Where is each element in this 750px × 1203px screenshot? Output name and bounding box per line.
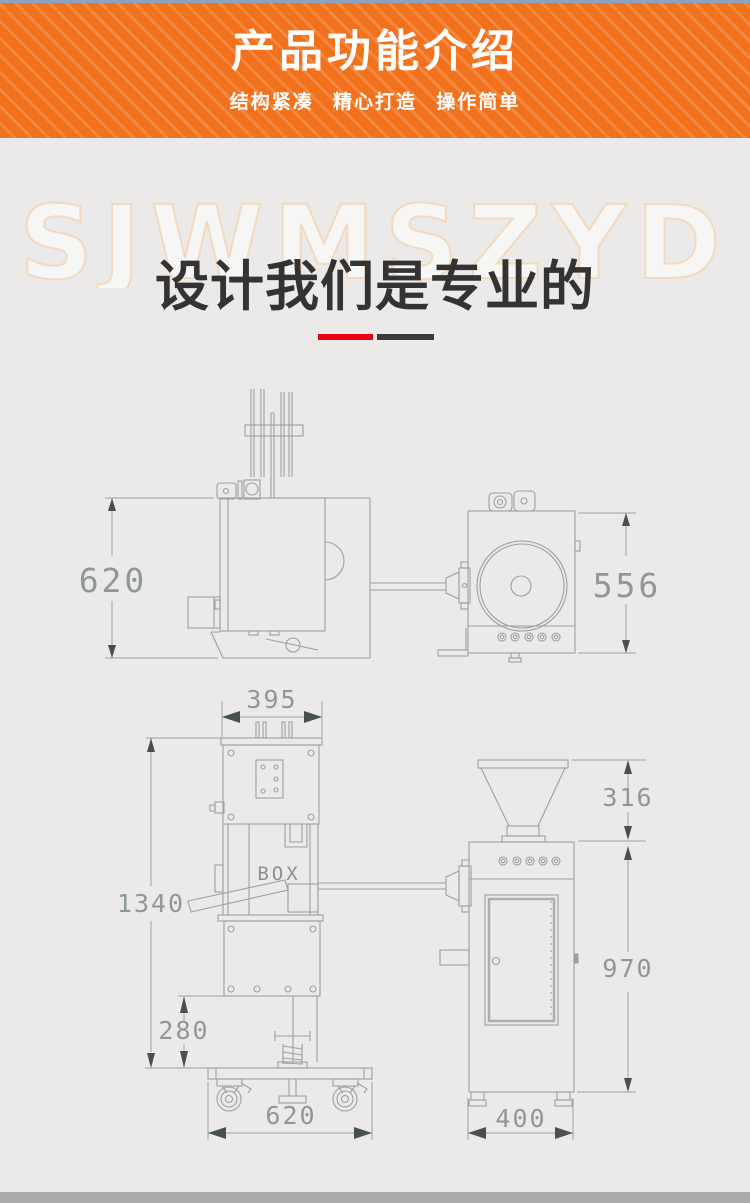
dim-395: 395	[221, 685, 323, 737]
dim-400: 400	[467, 1098, 574, 1140]
dim-label-970: 970	[602, 954, 653, 983]
view-machine-front	[437, 490, 581, 663]
dim-label-1340: 1340	[117, 889, 185, 918]
dim-280: 280	[158, 995, 226, 1068]
dim-label-556: 556	[593, 566, 662, 605]
dim-316: 316	[572, 759, 653, 842]
title-underline	[0, 334, 750, 340]
dim-1340: 1340	[117, 737, 221, 1069]
view-machine-side	[187, 389, 446, 659]
dim-label-280: 280	[158, 1016, 209, 1045]
dim-970: 970	[577, 846, 653, 1093]
hero-title: 设计我们是专业的	[155, 254, 595, 318]
bottom-strip	[0, 1192, 750, 1203]
dim-label-395: 395	[246, 685, 297, 714]
box-label: BOX	[257, 863, 300, 885]
dim-label-400: 400	[495, 1104, 546, 1133]
page-subtitle: 结构紧凑 精心打造 操作简单	[229, 92, 521, 113]
dim-620-base: 620	[207, 1082, 373, 1140]
page-title: 产品功能介绍	[231, 27, 519, 76]
view-cabinet-side	[439, 759, 579, 1107]
dim-620-side: 620	[79, 497, 218, 659]
dim-556: 556	[578, 512, 662, 654]
top-border	[0, 0, 750, 3]
view-cabinet-front: BOX	[187, 721, 446, 1112]
header-banner: 产品功能介绍 结构紧凑 精心打造 操作简单	[0, 3, 750, 138]
underline-red-bar	[318, 334, 373, 340]
hero-section: SJWMSZYD 设计我们是专业的	[0, 138, 750, 380]
dim-label-620-base: 620	[265, 1101, 316, 1130]
watermark-text: SJWMSZYD	[19, 184, 730, 288]
dim-label-620-side: 620	[79, 561, 148, 600]
underline-black-bar	[377, 334, 434, 340]
dim-label-316: 316	[602, 783, 653, 812]
watermark-layer: SJWMSZYD	[18, 183, 730, 288]
